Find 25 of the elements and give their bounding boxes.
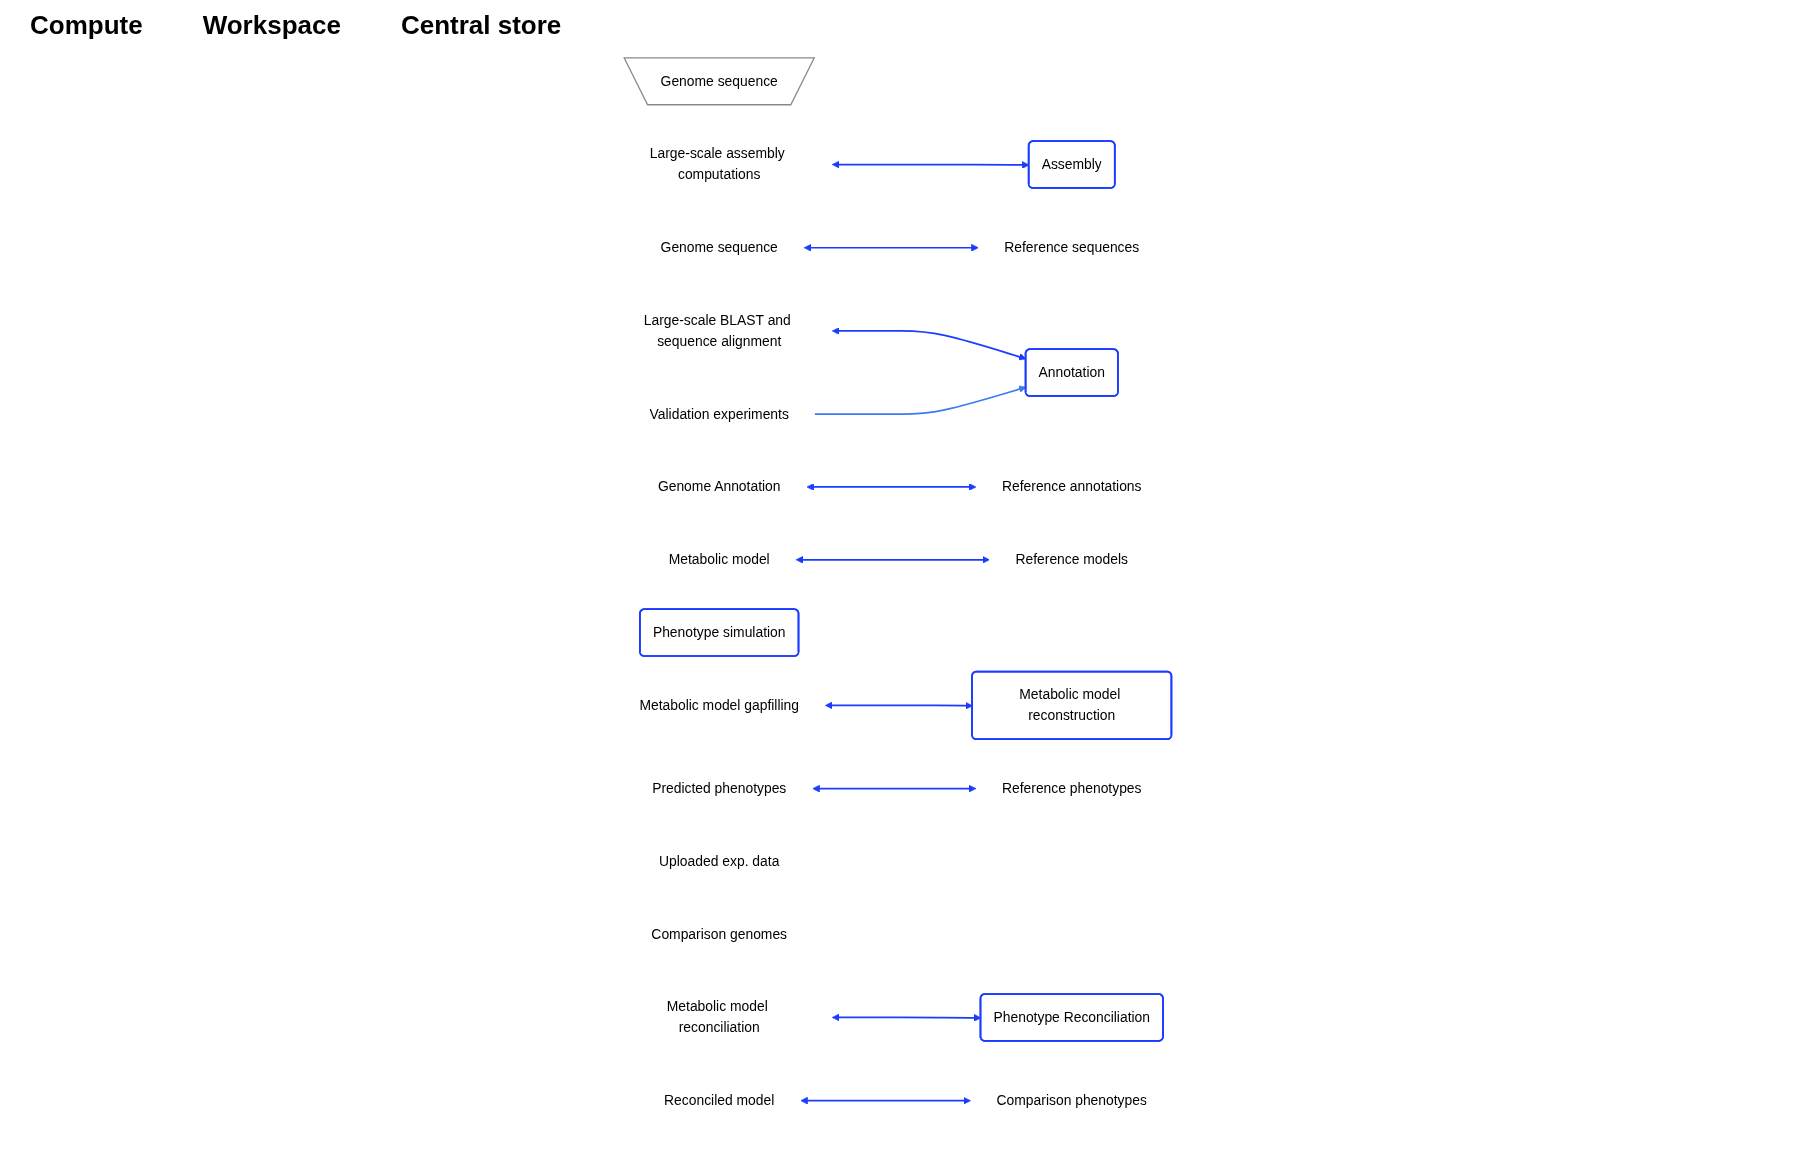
node-text: Genome Annotation	[658, 479, 781, 494]
node-text: Reference phenotypes	[1002, 780, 1142, 796]
node-text: Metabolic model reconciliation	[667, 999, 769, 1035]
node-text: Large-scale assembly computations	[650, 146, 785, 182]
arrow	[806, 483, 977, 491]
node-text: Reference annotations	[1002, 479, 1142, 494]
arrow	[800, 1096, 972, 1105]
node-text: Reconciled model	[664, 1092, 775, 1108]
node-text: Predicted phenotypes	[652, 780, 787, 796]
node-text: Reference sequences	[1004, 239, 1140, 255]
node-text: Reference models	[1015, 552, 1129, 567]
arrow	[812, 784, 977, 793]
column-heading: Compute	[30, 10, 143, 41]
node-text: Comparison genomes	[651, 926, 788, 942]
column-heading: Central store	[400, 10, 562, 41]
node-text: Genome sequence	[660, 239, 779, 255]
node-text: Comparison phenotypes	[996, 1092, 1148, 1108]
arrow	[796, 556, 991, 564]
node-text: Uploaded exp. data	[659, 853, 780, 869]
node-text: Metabolic model gapfilling	[639, 697, 800, 713]
node-text: Metabolic model	[669, 552, 770, 567]
node-text: Large-scale BLAST and sequence alignment	[644, 312, 792, 349]
column-heading: Workspace	[202, 10, 341, 41]
node-text: Validation experiments	[649, 406, 790, 422]
arrow	[804, 243, 979, 252]
